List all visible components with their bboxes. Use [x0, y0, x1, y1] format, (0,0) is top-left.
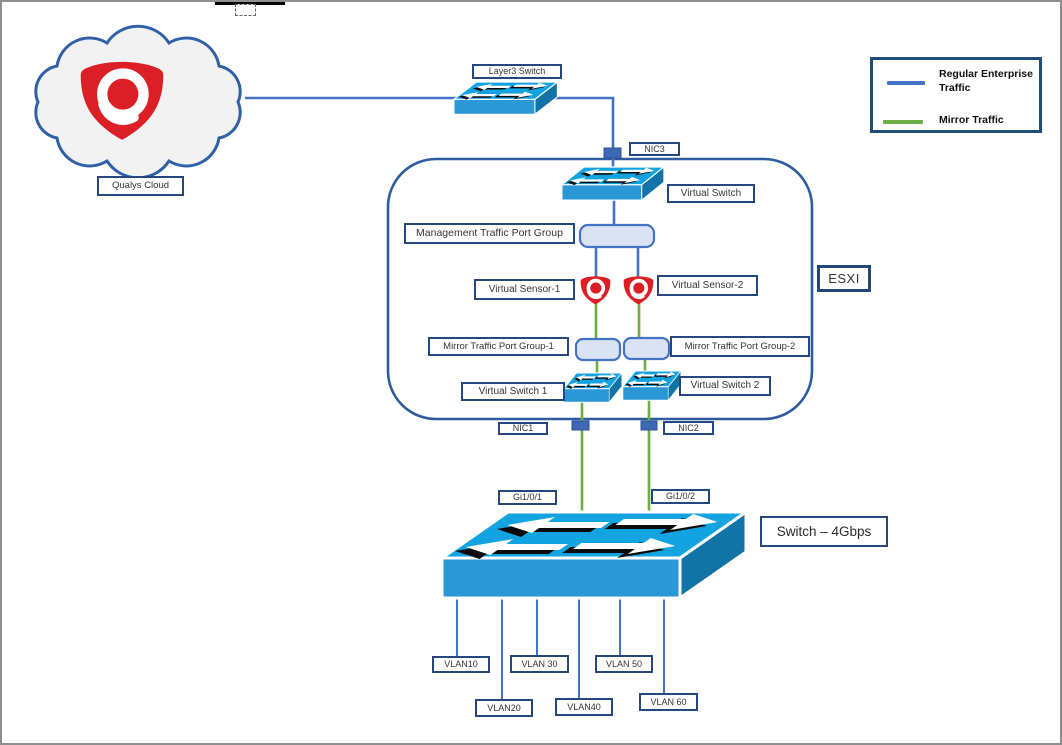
virtual-sensor-2-icon: [621, 274, 656, 307]
legend-regular-traffic-swatch: [887, 81, 925, 85]
mirror-traffic-lines: [580, 302, 651, 514]
nic3-chip: [603, 147, 622, 159]
nic2-label: NIC2: [663, 421, 714, 435]
mirror-port-group-2-label: Mirror Traffic Port Group-2: [670, 336, 810, 357]
vlan60-label: VLAN 60: [639, 693, 698, 711]
virtual-switch-icon: [561, 166, 665, 201]
switch-4gbps-label: Switch – 4Gbps: [760, 516, 888, 547]
gi1-0-2-label: Gi1/0/2: [651, 489, 710, 504]
legend-regular-traffic-label: Regular Enterprise Traffic: [939, 68, 1033, 94]
vlan10-label: VLAN10: [432, 656, 490, 673]
virtual-sensor-1-label: Virtual Sensor-1: [474, 279, 575, 300]
vlan30-label: VLAN 30: [510, 655, 569, 673]
virtual-switch-1-icon: [563, 372, 623, 403]
nic2-chip: [640, 420, 658, 431]
virtual-switch-label: Virtual Switch: [667, 184, 755, 203]
vlan50-label: VLAN 50: [595, 655, 653, 673]
esxi-label: ESXI: [817, 265, 871, 292]
virtual-switch-2-label: Virtual Switch 2: [679, 376, 771, 396]
vlan40-label: VLAN40: [555, 698, 613, 716]
nic1-label: NIC1: [498, 422, 548, 435]
virtual-sensor-1-icon: [578, 274, 613, 307]
virtual-switch-2-icon: [622, 370, 682, 401]
vlan20-label: VLAN20: [475, 699, 533, 717]
layer3-switch-label: Layer3 Switch: [472, 64, 562, 79]
clipped-artifact-bar: [215, 2, 285, 5]
nic1-chip: [571, 420, 590, 431]
vlan-drop-lines: [456, 594, 665, 700]
virtual-switch-1-label: Virtual Switch 1: [461, 382, 565, 401]
mirror-port-group-2-node: [622, 336, 671, 361]
virtual-sensor-2-label: Virtual Sensor-2: [657, 275, 758, 296]
gi1-0-1-label: Gi1/0/1: [498, 490, 557, 505]
esxi-container: [386, 157, 814, 421]
switch-4gbps-icon: [440, 510, 748, 600]
clipped-artifact-handle: [235, 4, 256, 16]
mirror-port-group-1-node: [574, 337, 622, 362]
qualys-cloud-label: Qualys Cloud: [97, 176, 184, 196]
legend-mirror-traffic-label: Mirror Traffic: [939, 114, 1004, 126]
nic3-label: NIC3: [629, 142, 680, 156]
layer3-switch-icon: [453, 81, 558, 115]
management-port-group-label: Management Traffic Port Group: [404, 223, 575, 244]
legend: Regular Enterprise Traffic Mirror Traffi…: [870, 57, 1042, 133]
legend-mirror-traffic-swatch: [883, 120, 923, 124]
management-port-group-node: [578, 223, 656, 249]
mirror-port-group-1-label: Mirror Traffic Port Group-1: [428, 337, 569, 356]
